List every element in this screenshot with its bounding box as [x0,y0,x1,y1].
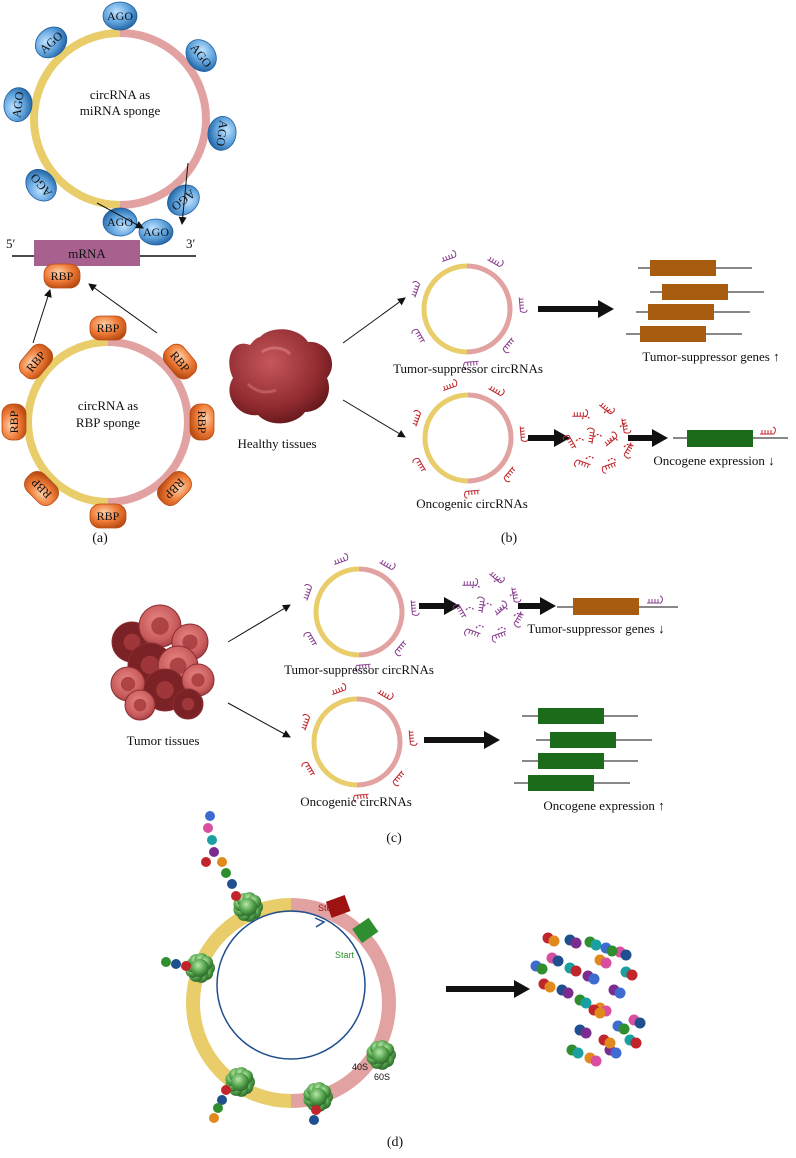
tumor-tissues-label: Tumor tissues [127,733,200,748]
rbp-proteins: RBP RBP RBP RBP RBP RBP RBP RBP RBP [1,263,215,529]
svg-text:AGO: AGO [107,215,133,229]
ago-arrow-icon [178,162,189,225]
translating-circrna: Stop Start 40S 60S [186,895,396,1108]
tumor-suppressor-genes-icon [626,260,764,342]
tumor-suppressor-genes-down-label: Tumor-suppressor genes ↓ [527,621,664,636]
svg-text:RBP: RBP [97,509,120,523]
rbp-icon: RBP [18,343,54,380]
ribosome-icon [303,1082,333,1112]
rbp-icon: RBP [189,403,215,441]
ago-proteins: AGO AGO AGO AGO AGO AGO AGO AGO AGO [3,1,237,246]
rbp-icon: RBP [162,343,198,380]
five-prime-label: 5′ [6,236,16,251]
ago-arrow-icon [96,202,144,229]
ago-icon: AGO [167,184,200,216]
three-prime-label: 3′ [186,236,196,251]
arrow-icon [227,604,291,643]
ribosome-icon [225,1067,255,1097]
ribosomes [161,811,396,1125]
arrow-icon [342,399,406,438]
oncogenic-circrnas-label: Oncogenic circRNAs [416,496,528,511]
rbp-sponge-circrna: circRNA as RBP sponge [24,338,192,506]
oncogene-expression-icon [514,708,652,791]
degraded-circrna-icon [562,402,634,474]
ribosome-icon [233,892,263,922]
svg-text:AGO: AGO [9,90,27,118]
oncogenic-circrna-icon [412,379,529,499]
rbp-sponge-label-line1: circRNA as [78,398,138,413]
60s-label: 60S [374,1072,390,1082]
panel-a-letter: (a) [92,531,108,546]
healthy-tissue-icon [229,329,333,424]
40s-label: 40S [352,1062,368,1072]
tumor-suppressor-genes-up-label: Tumor-suppressor genes ↑ [642,349,779,364]
tumor-suppressor-circrnas-label: Tumor-suppressor circRNAs [284,662,434,677]
oncogene-icon [673,426,788,447]
peptide-chain-icon [530,932,646,1067]
rbp-icon: RBP [156,470,192,506]
oncogene-expression-down-label: Oncogene expression ↓ [653,453,774,468]
rbp-icon: RBP [89,315,127,341]
ribosome-icon [366,1040,396,1070]
oncogene-expression-up-label: Oncogene expression ↑ [543,798,664,813]
rbp-icon: RBP [43,263,81,289]
tumor-suppressor-circrnas-label: Tumor-suppressor circRNAs [393,361,543,376]
svg-text:RBP: RBP [51,269,74,283]
svg-text:AGO: AGO [213,119,231,147]
arrow-icon [227,702,291,738]
panel-b: Healthy tissues Tumor-suppressor circRNA… [229,250,788,546]
stop-label: Stop [318,903,337,913]
mirna-sponge-label-line2: miRNA sponge [80,103,161,118]
panel-c: Tumor tissues Tumor-suppressor circRNAs … [110,553,678,846]
orf-circle [216,910,366,1060]
oncogenic-circrnas-label: Oncogenic circRNAs [300,794,412,809]
degraded-circrna-icon [452,571,524,643]
rbp-arrow-icon [88,283,158,334]
rbp-icon: RBP [24,470,60,506]
ago-icon: AGO [102,1,138,31]
ago-icon: AGO [207,115,237,151]
ago-icon: AGO [3,87,33,123]
mrna: mRNA 5′ 3′ [6,236,196,266]
panel-d: Stop Start 40S 60S (d) [161,811,646,1150]
svg-text:RBP: RBP [195,411,209,434]
ago-icon: AGO [185,39,217,72]
tumor-suppressor-circrna-icon [411,250,528,370]
svg-text:AGO: AGO [107,9,133,23]
ago-icon: AGO [34,26,68,59]
svg-text:RBP: RBP [97,321,120,335]
mirna-sponge-label-line1: circRNA as [90,87,150,102]
panel-d-letter: (d) [387,1135,404,1150]
rbp-arrow-icon [32,289,52,344]
rbp-icon: RBP [89,503,127,529]
tumor-tissue-icon [110,604,215,721]
thick-arrows [419,597,556,749]
tumor-suppressor-circrna-icon [303,553,420,673]
panel-c-letter: (c) [386,831,402,846]
panel-a: circRNA as miRNA sponge AGOAGOAGOAGOAGOA… [1,1,237,546]
arrow-icon [342,297,406,344]
panel-b-letter: (b) [501,531,518,546]
mrna-box [34,240,140,266]
start-codon-icon [352,917,379,944]
stop-codon-icon [325,895,351,918]
ago-icon: AGO [25,168,57,202]
healthy-tissues-label: Healthy tissues [237,436,316,451]
rbp-icon: RBP [1,403,27,441]
ribosome-icon [185,953,215,983]
svg-text:AGO: AGO [143,225,169,239]
oncogenic-circrna-icon [301,683,418,803]
start-label: Start [335,950,355,960]
mirna-sponge-circrna: circRNA as miRNA sponge [30,29,210,209]
svg-text:RBP: RBP [7,410,21,433]
mrna-label: mRNA [68,246,106,261]
thick-arrow-icon [446,980,530,998]
tumor-suppressor-gene-icon [557,595,678,615]
rbp-sponge-label-line2: RBP sponge [76,415,140,430]
ago-icon: AGO [138,218,174,246]
thick-arrows [528,300,668,447]
